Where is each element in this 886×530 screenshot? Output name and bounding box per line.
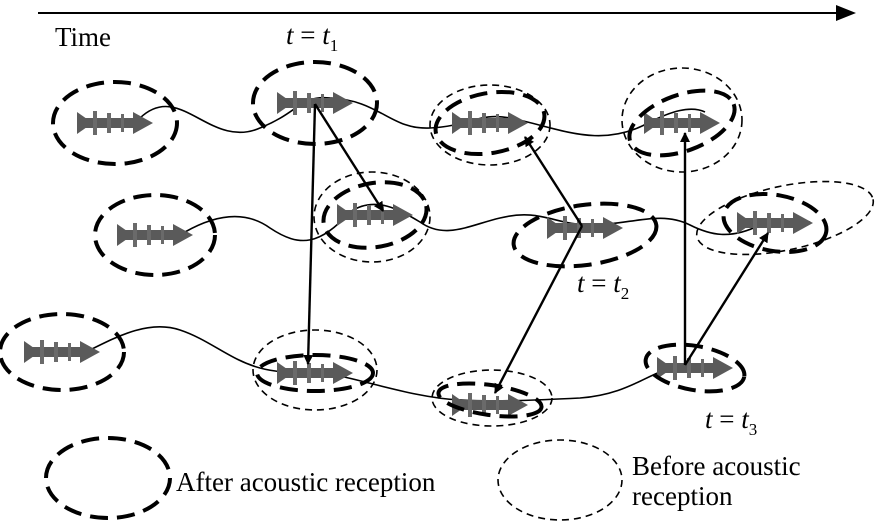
after-ellipse <box>255 353 375 393</box>
before-ellipse <box>429 84 551 166</box>
after-ellipse <box>433 89 547 157</box>
vehicle-icon <box>657 356 733 380</box>
time-axis-label: Time <box>55 22 111 52</box>
time-label-t1: t = t1 <box>286 20 338 55</box>
legend-after-label: After acoustic reception <box>176 467 436 497</box>
vehicle-icon <box>337 203 413 227</box>
reception-arrow <box>683 232 770 366</box>
after-ellipse <box>721 191 829 255</box>
after-ellipse <box>511 201 659 269</box>
vehicle-icon <box>117 223 193 247</box>
time-label-t2: t = t2 <box>577 268 629 303</box>
reception-arrow <box>523 136 584 227</box>
vehicle-icon <box>737 211 813 235</box>
after-ellipse <box>627 88 737 158</box>
before-ellipse <box>252 329 378 411</box>
after-ellipse <box>436 381 544 419</box>
time-label-t3: t = t3 <box>705 404 757 439</box>
vehicle-icon <box>24 340 100 364</box>
before-ellipse <box>431 369 553 427</box>
after-ellipse <box>643 342 747 394</box>
before-ellipse <box>621 67 743 173</box>
legend-before-label-line1: Before acoustic <box>632 451 801 481</box>
vehicle-icon <box>77 111 153 135</box>
before-ellipse <box>313 171 431 263</box>
legend-after-swatch <box>44 436 172 520</box>
vehicle-icon <box>277 361 353 385</box>
after-ellipse <box>321 180 429 250</box>
reception-arrow <box>303 103 317 365</box>
after-ellipse <box>93 193 217 277</box>
legend-before-label-line2: reception <box>632 481 733 511</box>
vehicle-icon <box>644 111 720 135</box>
vehicle-icon <box>547 216 623 240</box>
reception-arrow <box>493 225 584 394</box>
after-ellipse <box>0 312 126 392</box>
time-axis-arrow-head-icon <box>836 5 856 21</box>
before-ellipse <box>695 180 875 256</box>
reception-arrow <box>313 103 385 212</box>
after-ellipse <box>51 80 179 166</box>
trajectory-row-2 <box>184 203 811 242</box>
trajectory-row-1 <box>139 96 706 137</box>
trajectory-row-3 <box>89 326 721 402</box>
legend-before-swatch <box>497 439 623 521</box>
vehicle-icon <box>452 111 528 135</box>
